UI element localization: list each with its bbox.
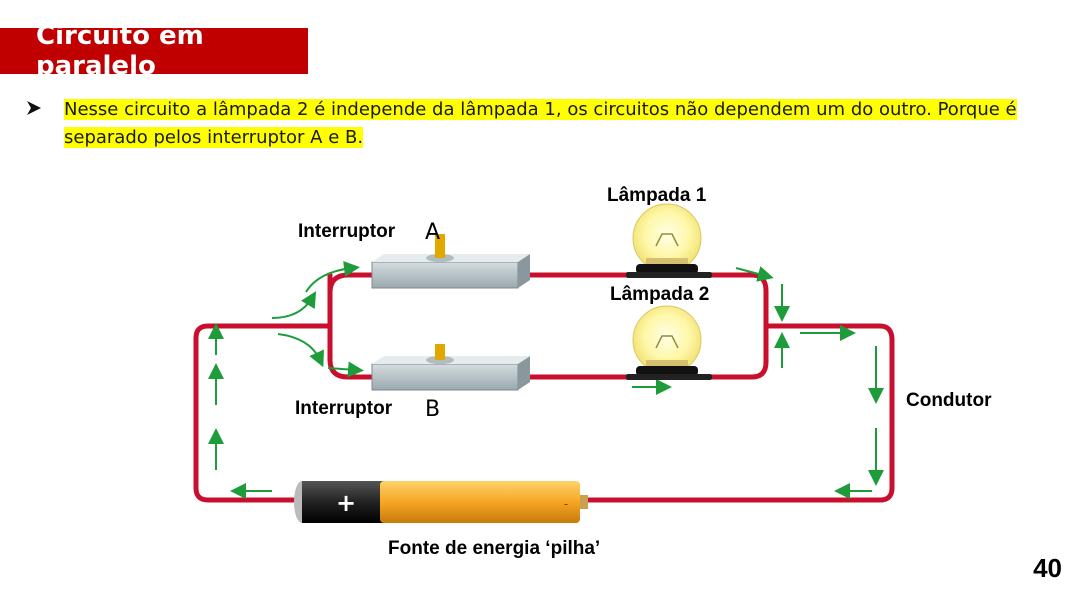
battery-label: Fonte de energia ‘pilha’ (388, 538, 600, 559)
bullet-text: Nesse circuito a lâmpada 2 é independe d… (64, 96, 1026, 152)
switch-a-label: Interruptor (298, 221, 396, 242)
switch-b (371, 344, 530, 391)
switch-a (371, 234, 530, 289)
switch-b-label: Interruptor (295, 398, 393, 419)
lamp-2-label: Lâmpada 2 (610, 284, 709, 305)
wire-loop (193, 272, 895, 503)
lamp-1-label: Lâmpada 1 (607, 185, 707, 206)
lamp-1 (626, 203, 712, 278)
lamp-2 (626, 305, 712, 380)
conductor-label: Condutor (906, 390, 992, 411)
current-arrows (208, 260, 884, 499)
slide-title-text: Circuito em paralelo (36, 21, 204, 81)
battery-plus-sign: + (336, 489, 356, 517)
page-number: 40 (1033, 553, 1062, 583)
bullet-text-line2: separado pelos interruptor A e B. (64, 127, 364, 148)
switch-a-letter: A (425, 220, 440, 245)
battery: + - (294, 481, 588, 523)
switch-b-letter: B (425, 397, 440, 422)
bullet-point: Nesse circuito a lâmpada 2 é independe d… (26, 96, 1026, 152)
bullet-text-line1: Nesse circuito a lâmpada 2 é independe d… (64, 99, 1017, 120)
battery-minus-sign: - (564, 497, 568, 511)
arrowhead-bullet-icon (27, 101, 41, 115)
slide-title: Circuito em paralelo (0, 21, 308, 81)
